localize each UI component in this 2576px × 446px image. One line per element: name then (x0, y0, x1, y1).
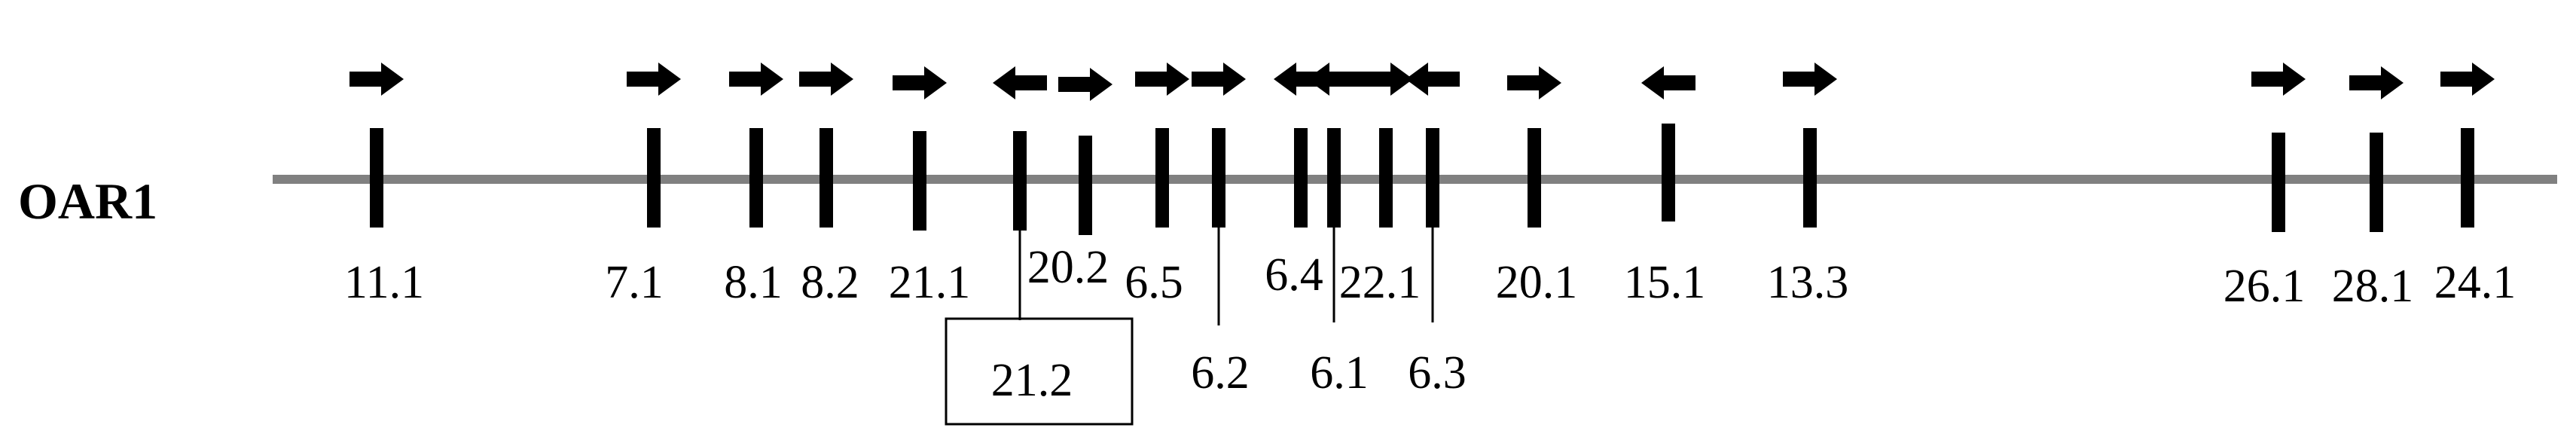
marker-6-1: 6.1 (1307, 63, 1369, 399)
marker-label-6-2: 6.2 (1191, 347, 1250, 399)
marker-bar-11-1 (370, 128, 383, 228)
marker-label-20-1: 20.1 (1496, 257, 1578, 308)
arrow-left-icon-6-1 (1307, 63, 1361, 96)
chromosome-label: OAR1 (18, 173, 157, 230)
arrow-left-icon-6-4 (1274, 63, 1328, 96)
marker-bar-21-2 (1013, 131, 1027, 231)
marker-bar-13-3 (1803, 128, 1817, 228)
arrow-right-icon-20-1 (1507, 66, 1561, 99)
marker-label-20-2: 20.2 (1027, 242, 1109, 293)
marker-20-1: 20.1 (1496, 66, 1578, 308)
arrow-right-icon-6-2 (1192, 63, 1246, 96)
marker-label-6-4: 6.4 (1265, 249, 1323, 301)
arrow-right-icon-22-1 (1359, 63, 1413, 96)
marker-6-3: 6.3 (1406, 63, 1467, 399)
marker-6-5: 6.5 (1125, 63, 1189, 308)
markers-layer: 11.1 7.1 8.1 8.2 21.1 21.2 20.2 6.56.2 6.4 6.1 22.… (344, 63, 2516, 426)
marker-label-11-1: 11.1 (344, 257, 424, 308)
marker-13-3: 13.3 (1767, 63, 1849, 308)
marker-label-28-1: 28.1 (2332, 261, 2414, 312)
marker-bar-21-1 (913, 131, 926, 231)
marker-8-1: 8.1 (724, 63, 783, 308)
marker-label-7-1: 7.1 (605, 257, 664, 308)
marker-label-6-5: 6.5 (1125, 257, 1183, 308)
marker-label-26-1: 26.1 (2223, 261, 2306, 312)
marker-21-2: 21.2 (945, 66, 1134, 426)
arrow-right-icon-6-5 (1135, 63, 1189, 96)
marker-label-22-1: 22.1 (1339, 257, 1421, 308)
marker-15-1: 15.1 (1624, 66, 1706, 308)
arrow-right-icon-24-1 (2440, 63, 2495, 96)
marker-bar-8-1 (749, 128, 763, 228)
marker-6-4: 6.4 (1265, 63, 1328, 301)
marker-bar-22-1 (1379, 128, 1393, 228)
marker-bar-7-1 (647, 128, 661, 228)
marker-7-1: 7.1 (605, 63, 681, 308)
marker-22-1: 22.1 (1339, 63, 1421, 308)
arrow-left-icon-6-3 (1406, 63, 1460, 96)
arrow-right-icon-13-3 (1783, 63, 1837, 96)
marker-label-8-2: 8.2 (801, 257, 859, 308)
marker-bar-6-1 (1327, 128, 1341, 228)
marker-28-1: 28.1 (2332, 66, 2414, 312)
arrow-right-icon-8-2 (799, 63, 853, 96)
marker-bar-8-2 (819, 128, 833, 228)
marker-11-1: 11.1 (344, 63, 424, 308)
marker-bar-6-4 (1294, 128, 1308, 228)
marker-label-21-1: 21.1 (889, 257, 971, 308)
arrow-right-icon-11-1 (349, 63, 404, 96)
arrow-left-icon-21-2 (993, 66, 1047, 99)
marker-bar-20-2 (1079, 136, 1092, 235)
arrow-right-icon-20-2 (1058, 68, 1113, 101)
arrow-left-icon-15-1 (1641, 66, 1695, 99)
marker-bar-6-3 (1426, 128, 1439, 228)
marker-label-6-3: 6.3 (1408, 347, 1467, 399)
marker-label-13-3: 13.3 (1767, 257, 1849, 308)
marker-bar-15-1 (1662, 124, 1675, 221)
marker-label-15-1: 15.1 (1624, 257, 1706, 308)
arrow-right-icon-21-1 (893, 66, 947, 99)
marker-6-2: 6.2 (1191, 63, 1250, 399)
marker-label-24-1: 24.1 (2434, 257, 2516, 308)
marker-26-1: 26.1 (2223, 63, 2306, 312)
marker-20-2: 20.2 (1027, 68, 1113, 293)
marker-bar-20-1 (1528, 128, 1541, 228)
marker-bar-26-1 (2272, 133, 2285, 232)
arrow-right-icon-8-1 (729, 63, 783, 96)
marker-bar-24-1 (2461, 128, 2474, 228)
marker-bar-6-2 (1212, 128, 1225, 228)
arrow-right-icon-28-1 (2349, 66, 2404, 99)
marker-label-21-2: 21.2 (991, 355, 1073, 406)
marker-bar-6-5 (1155, 128, 1169, 228)
marker-24-1: 24.1 (2434, 63, 2516, 308)
marker-label-box-21-2 (945, 317, 1134, 426)
arrow-right-icon-7-1 (627, 63, 681, 96)
marker-21-1: 21.1 (889, 66, 971, 308)
marker-8-2: 8.2 (799, 63, 859, 308)
marker-bar-28-1 (2370, 133, 2383, 232)
marker-label-8-1: 8.1 (724, 257, 783, 308)
arrow-right-icon-26-1 (2251, 63, 2306, 96)
marker-label-6-1: 6.1 (1310, 347, 1369, 399)
